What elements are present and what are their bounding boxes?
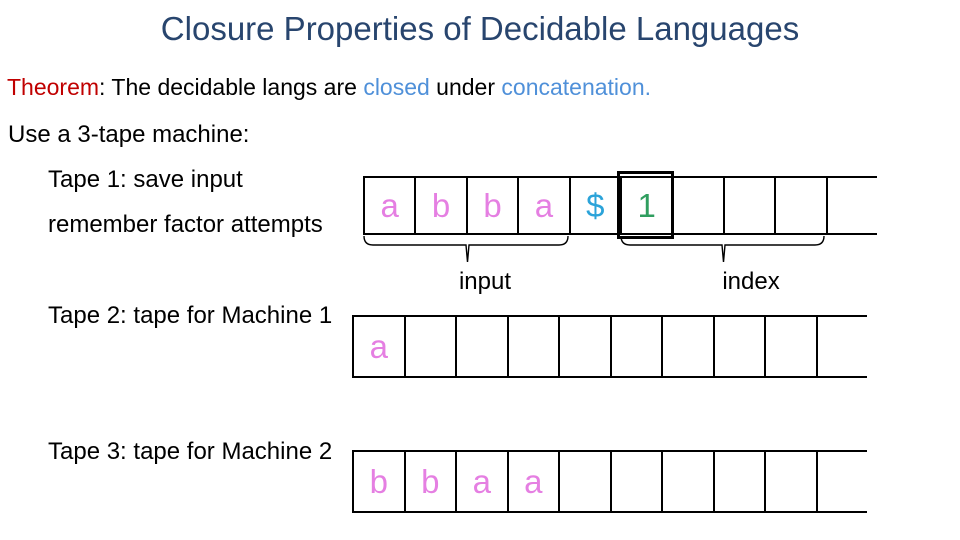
theorem-text: The decidable langs are <box>111 74 364 100</box>
theorem-label: Theorem <box>7 74 100 100</box>
tape-cell-b: b <box>416 178 468 233</box>
tape-cell-empty <box>766 317 818 376</box>
tape-cell-dollar: $ <box>571 178 623 233</box>
tape-cell-b: b <box>406 452 457 511</box>
tape1-label-line1: Tape 1: save input <box>48 166 243 193</box>
tape-cell-a: a <box>354 317 406 376</box>
tape-cell-empty <box>715 452 766 511</box>
tape-cell-a: a <box>457 452 509 511</box>
index-brace <box>620 235 825 263</box>
tape-cell-empty <box>776 178 828 233</box>
tape-cell-empty <box>560 317 612 376</box>
slide-title: Closure Properties of Decidable Language… <box>160 10 800 47</box>
tape-cell-empty <box>766 452 818 511</box>
tape-cell-empty <box>509 317 560 376</box>
tape-cell-empty <box>663 452 715 511</box>
tape-cell-empty <box>818 452 868 511</box>
theorem-keyword-concatenation: concatenation. <box>501 74 652 100</box>
input-brace-label: input <box>458 268 512 295</box>
index-brace-label: index <box>722 268 780 295</box>
tape-cell-a: a <box>509 452 560 511</box>
tape-cell-empty <box>725 178 777 233</box>
theorem-line: Theorem: The decidable langs are closed … <box>7 74 651 101</box>
tape-cell-a: a <box>519 178 571 233</box>
tape-cell-empty <box>818 317 868 376</box>
tape-cell-empty <box>828 178 877 233</box>
tape-cell-a: a <box>365 178 417 233</box>
tape-cell-empty <box>406 317 457 376</box>
tape-cell-empty <box>612 317 663 376</box>
tape2-label: Tape 2: tape for Machine 1 <box>48 302 333 329</box>
tape-cell-b: b <box>468 178 520 233</box>
tape-cell-empty <box>612 452 663 511</box>
tape1-head-highlight-box <box>617 171 674 239</box>
input-brace <box>363 235 569 263</box>
theorem-keyword-closed: closed <box>363 74 430 100</box>
theorem-text-under: under <box>429 74 502 100</box>
tape3-label: Tape 3: tape for Machine 2 <box>48 438 333 465</box>
theorem-separator: : <box>99 74 112 100</box>
tape-cell-empty <box>715 317 766 376</box>
tape1-label-line2: remember factor attempts <box>48 211 323 238</box>
subtitle: Use a 3-tape machine: <box>8 121 250 148</box>
tape-cell-empty <box>560 452 612 511</box>
tape-cell-empty <box>673 178 725 233</box>
tape-cell-empty <box>663 317 715 376</box>
tape2-cells: a <box>352 315 867 378</box>
tape-cell-empty <box>457 317 509 376</box>
tape-cell-b: b <box>354 452 406 511</box>
